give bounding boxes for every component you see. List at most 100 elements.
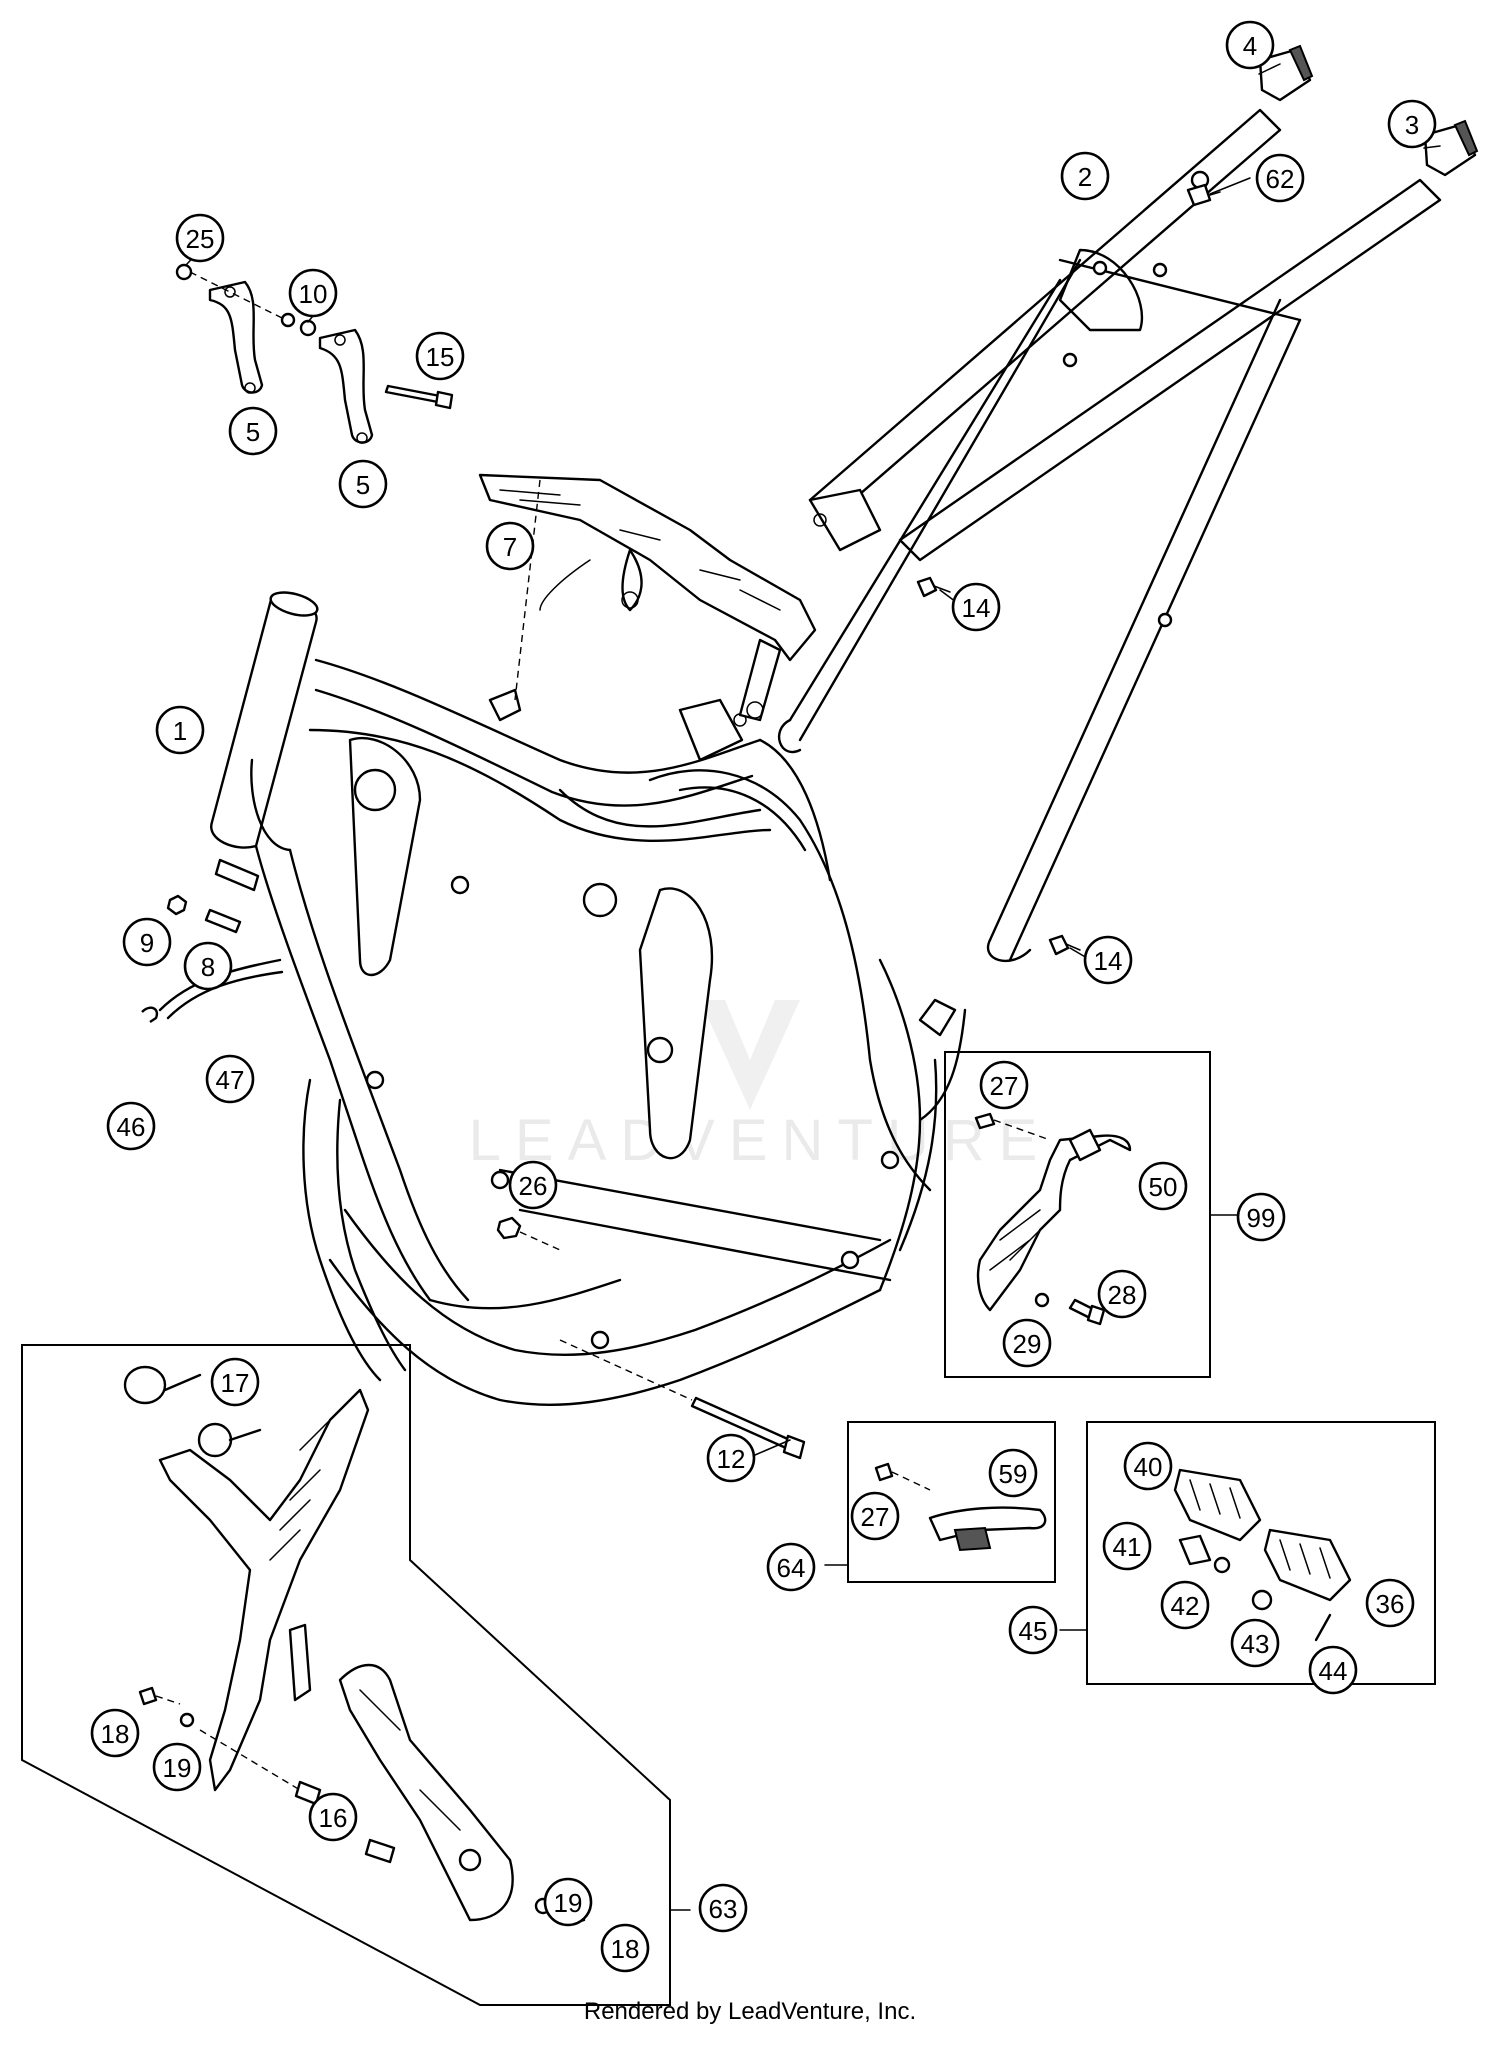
callout-number: 14 <box>962 593 991 623</box>
callout-2: 2 <box>1060 151 1110 201</box>
callout-circle <box>228 406 278 456</box>
group-63 <box>21 1344 691 2006</box>
callout-circle <box>205 1054 255 1104</box>
callout-circle <box>288 268 338 318</box>
callout-number: 14 <box>1094 946 1123 976</box>
callout-circle <box>1236 1192 1286 1242</box>
callout-circle <box>338 459 388 509</box>
callout-circle <box>600 1923 650 1973</box>
callout-circle <box>706 1433 756 1483</box>
main-frame <box>210 591 967 1406</box>
callout-circle <box>90 1708 140 1758</box>
callout-64: 64 <box>766 1542 816 1592</box>
callout-42: 42 <box>1160 1580 1210 1630</box>
callout-circle <box>308 1792 358 1842</box>
callout-number: 18 <box>611 1934 640 1964</box>
callout-number: 47 <box>216 1065 245 1095</box>
callout-3: 3 <box>1387 99 1437 149</box>
callout-number: 25 <box>186 224 215 254</box>
callout-number: 42 <box>1171 1591 1200 1621</box>
callout-circle <box>183 941 233 991</box>
callout-circle <box>1008 1605 1058 1655</box>
callout-circle <box>1365 1578 1415 1628</box>
callout-circle <box>698 1883 748 1933</box>
callout-circle <box>155 705 205 755</box>
callout-circle <box>1097 1269 1147 1319</box>
callout-number: 44 <box>1319 1656 1348 1686</box>
callout-number: 27 <box>861 1502 890 1532</box>
callout-circle <box>1102 1521 1152 1571</box>
callout-number: 41 <box>1113 1532 1142 1562</box>
callout-circle <box>1002 1318 1052 1368</box>
callout-number: 36 <box>1376 1589 1405 1619</box>
callout-18a: 18 <box>90 1708 140 1758</box>
callout-26: 26 <box>508 1160 558 1210</box>
callout-36: 36 <box>1365 1578 1415 1628</box>
callout-number: 7 <box>503 532 517 562</box>
callout-circle <box>175 213 225 263</box>
callout-circle <box>1387 99 1437 149</box>
callout-circle <box>1083 935 1133 985</box>
nut-26 <box>496 1216 561 1251</box>
callout-10: 10 <box>288 268 338 318</box>
callout-number: 3 <box>1405 110 1419 140</box>
callout-number: 1 <box>173 716 187 746</box>
callout-number: 15 <box>426 342 455 372</box>
callout-29: 29 <box>1002 1318 1052 1368</box>
callout-number: 43 <box>1241 1629 1270 1659</box>
callout-number: 59 <box>999 1459 1028 1489</box>
group-63-box <box>21 1344 671 2006</box>
callout-number: 9 <box>140 928 154 958</box>
engine-mount-hardware <box>175 263 454 444</box>
callout-circle <box>766 1542 816 1592</box>
callout-number: 63 <box>709 1894 738 1924</box>
callout-circle <box>152 1742 202 1792</box>
watermark-text: LEADVENTURE <box>469 1108 1052 1173</box>
callout-5a: 5 <box>228 406 278 456</box>
callout-number: 12 <box>717 1444 746 1474</box>
callout-circle <box>1230 1618 1280 1668</box>
callout-circle <box>1060 151 1110 201</box>
callout-99: 99 <box>1236 1192 1286 1242</box>
callout-62: 62 <box>1255 153 1305 203</box>
bolt-62 <box>1186 183 1221 207</box>
callout-8: 8 <box>183 941 233 991</box>
callout-47: 47 <box>205 1054 255 1104</box>
group-45 <box>1059 1421 1436 1685</box>
callout-50: 50 <box>1138 1161 1188 1211</box>
callout-25: 25 <box>175 213 225 263</box>
callout-number: 62 <box>1266 164 1295 194</box>
callout-number: 8 <box>201 952 215 982</box>
callout-number: 19 <box>163 1753 192 1783</box>
callout-circle <box>979 1060 1029 1110</box>
callout-circle <box>485 521 535 571</box>
callout-12: 12 <box>706 1433 756 1483</box>
callout-4: 4 <box>1225 20 1275 70</box>
callout-18b: 18 <box>600 1923 650 1973</box>
callout-5b: 5 <box>338 459 388 509</box>
callout-59: 59 <box>988 1448 1038 1498</box>
callout-circle <box>988 1448 1038 1498</box>
callout-14a: 14 <box>951 582 1001 632</box>
callout-17: 17 <box>210 1357 260 1407</box>
callout-circle <box>122 917 172 967</box>
callout-46: 46 <box>106 1101 156 1151</box>
bolt-8-nut-9 <box>166 858 260 934</box>
callout-28: 28 <box>1097 1269 1147 1319</box>
callout-number: 16 <box>319 1803 348 1833</box>
bolts-14 <box>916 576 1081 956</box>
callout-circle <box>951 582 1001 632</box>
callout-number: 10 <box>299 279 328 309</box>
callout-circle <box>1255 153 1305 203</box>
callout-number: 5 <box>246 417 260 447</box>
callout-41: 41 <box>1102 1521 1152 1571</box>
group-64-box <box>847 1421 1056 1583</box>
callout-number: 27 <box>990 1071 1019 1101</box>
callout-number: 18 <box>101 1719 130 1749</box>
callout-number: 99 <box>1247 1203 1276 1233</box>
callout-circle <box>1160 1580 1210 1630</box>
callout-circle <box>1123 1441 1173 1491</box>
callout-44: 44 <box>1308 1645 1358 1695</box>
group-64 <box>824 1421 1056 1583</box>
